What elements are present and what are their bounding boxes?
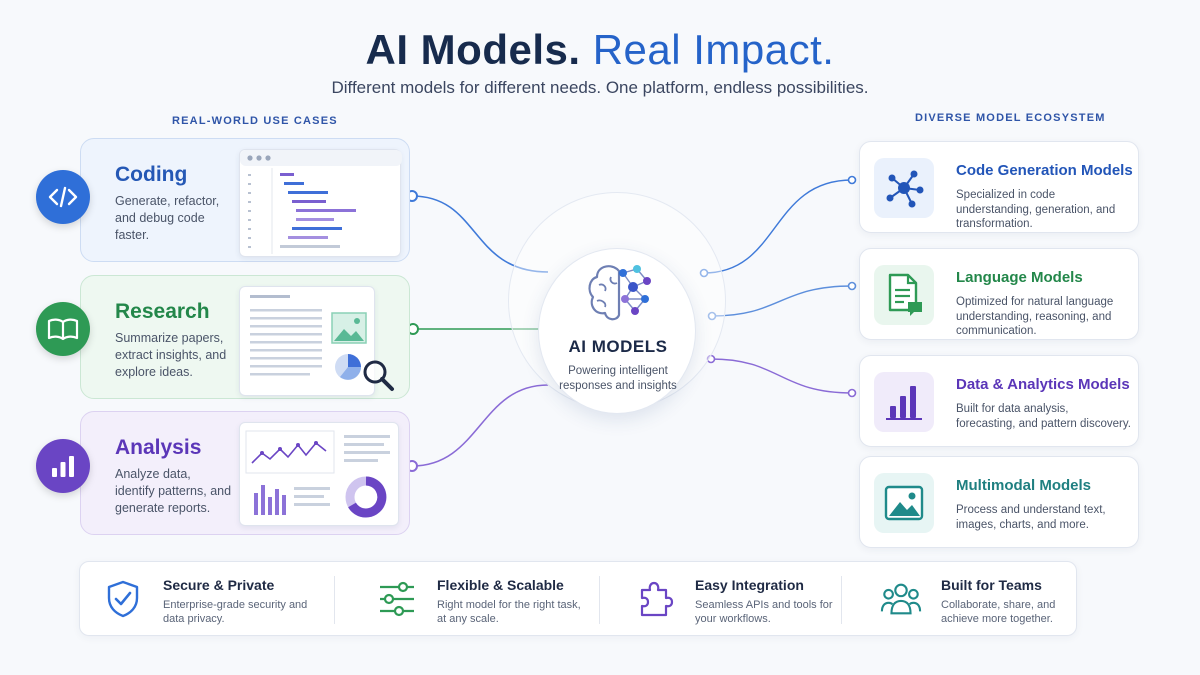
ecosystem-label: DIVERSE MODEL ECOSYSTEM [915,112,1106,124]
features-bar: Secure & Private Enterprise-grade securi… [79,561,1077,636]
page-subtitle: Different models for different needs. On… [331,78,869,97]
use-case-description: Generate, refactor, and debug code faste… [115,194,220,242]
title-part-1: AI Models. [365,26,581,73]
team-icon [880,578,922,620]
model-title: Data & Analytics Models [956,376,1130,393]
feature-integration: Easy Integration Seamless APIs and tools… [612,562,852,637]
code-icon [36,170,90,224]
bar-chart-icon [874,372,934,432]
code-editor-mockup [239,149,402,257]
model-card-language[interactable]: Language Models Optimized for natural la… [859,248,1139,340]
feature-title: Easy Integration [695,577,804,593]
model-description: Built for data analysis, forecasting, an… [956,403,1131,430]
model-card-code-generation[interactable]: Code Generation Models Specialized in co… [859,141,1139,233]
feature-title: Secure & Private [163,577,275,593]
model-description: Process and understand text, images, cha… [956,504,1106,531]
feature-description: Enterprise-grade security and data priva… [163,599,308,625]
document-chat-icon [874,265,934,325]
model-description: Specialized in code understanding, gener… [956,189,1116,230]
magnifier-icon [361,358,395,397]
title-part-2: Real Impact. [592,26,835,73]
model-title: Multimodal Models [956,477,1091,494]
model-card-data-analytics[interactable]: Data & Analytics Models Built for data a… [859,355,1139,447]
book-icon [36,302,90,356]
feature-description: Collaborate, share, and achieve more tog… [941,599,1056,625]
use-case-title: Coding [115,163,188,186]
bar-chart-icon [36,439,90,493]
use-case-card-research[interactable]: Research Summarize papers, extract insig… [80,275,410,399]
connector-language-models [711,285,853,317]
use-cases-label: REAL-WORLD USE CASES [172,115,338,127]
model-title: Code Generation Models [956,162,1133,179]
feature-flexible: Flexible & Scalable Right model for the … [354,562,594,637]
use-case-card-coding[interactable]: Coding Generate, refactor, and debug cod… [80,138,410,262]
feature-description: Seamless APIs and tools for your workflo… [695,599,833,625]
connector-data-models [710,358,853,394]
dashboard-mockup [239,422,399,526]
feature-secure: Secure & Private Enterprise-grade securi… [80,562,320,637]
hub-title: AI MODELS [568,337,668,356]
use-case-title: Research [115,300,210,323]
network-nodes-icon [874,158,934,218]
divider [599,576,600,624]
model-description: Optimized for natural language understan… [956,296,1114,337]
divider [841,576,842,624]
connector-code-models [703,179,853,274]
feature-title: Built for Teams [941,577,1042,593]
document-mockup [239,286,375,396]
use-case-description: Analyze data, identify patterns, and gen… [115,467,232,515]
feature-title: Flexible & Scalable [437,577,564,593]
use-case-title: Analysis [115,436,202,459]
shield-check-icon [102,578,144,620]
brain-network-icon [585,261,655,332]
connector-analysis [411,384,549,467]
hub-description: Powering intelligent responses and insig… [559,365,677,392]
use-case-card-analysis[interactable]: Analysis Analyze data, identify patterns… [80,411,410,535]
feature-teams: Built for Teams Collaborate, share, and … [858,562,1098,637]
ai-models-hub[interactable]: AI MODELS Powering intelligent responses… [538,248,696,414]
page-title: AI Models. Real Impact. [0,26,1200,74]
puzzle-icon [634,578,676,620]
model-card-multimodal[interactable]: Multimodal Models Process and understand… [859,456,1139,548]
sliders-icon [376,578,418,620]
divider [334,576,335,624]
image-icon [874,473,934,533]
model-title: Language Models [956,269,1083,286]
feature-description: Right model for the right task, at any s… [437,599,581,625]
use-case-description: Summarize papers, extract insights, and … [115,331,227,379]
